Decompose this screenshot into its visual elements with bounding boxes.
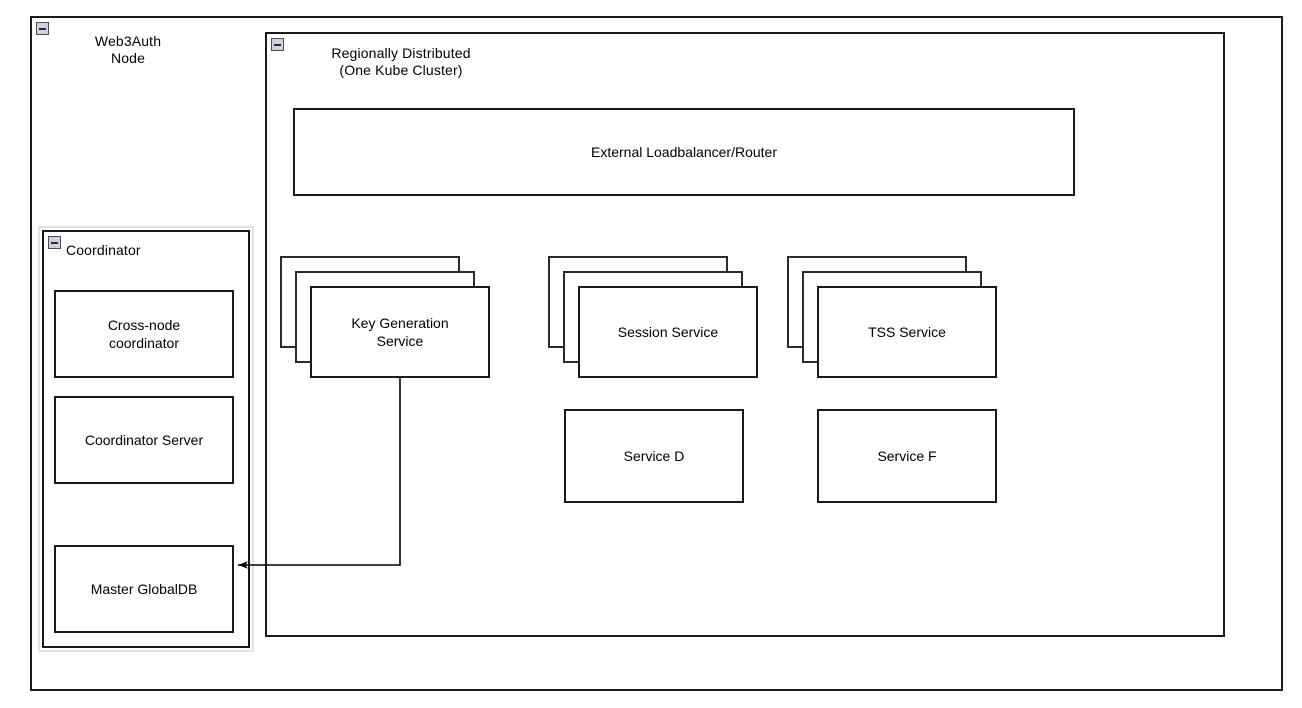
collapse-minus-icon[interactable] xyxy=(48,236,61,249)
service-stack-2[interactable]: Session Service xyxy=(578,286,758,378)
node-coordinator-child-2[interactable]: Coordinator Server xyxy=(54,396,234,484)
container-coordinator-label: Coordinator xyxy=(66,242,141,258)
collapse-minus-icon[interactable] xyxy=(36,22,49,35)
service-stack-3[interactable]: TSS Service xyxy=(817,286,997,378)
node-service-2[interactable]: Service F xyxy=(817,409,997,503)
node-coordinator-child-1[interactable]: Cross-node coordinator xyxy=(54,290,234,378)
connector-key-generation-service-to-master-globaldb[interactable] xyxy=(238,378,401,569)
node-service-1[interactable]: Service D xyxy=(564,409,744,503)
node-external-loadbalancer-router[interactable]: External Loadbalancer/Router xyxy=(293,108,1075,196)
node-coordinator-child-3[interactable]: Master GlobalDB xyxy=(54,545,234,633)
collapse-minus-icon[interactable] xyxy=(271,38,284,51)
service-stack-1[interactable]: Key Generation Service xyxy=(310,286,490,378)
container-kube-cluster-label: Regionally Distributed (One Kube Cluster… xyxy=(331,45,471,78)
container-web3auth-node-label: Web3Auth Node xyxy=(94,33,162,66)
